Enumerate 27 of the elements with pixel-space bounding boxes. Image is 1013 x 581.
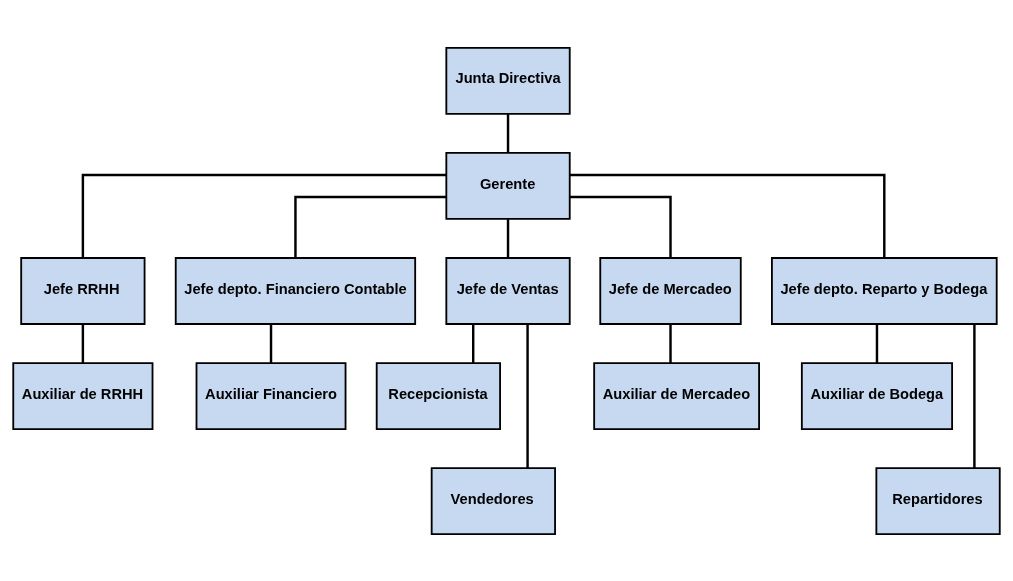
- node-box: Jefe RRHH: [20, 256, 146, 325]
- node-box: Jefe de Mercadeo: [599, 256, 742, 325]
- connector: [472, 323, 475, 363]
- node-box: Junta Directiva: [445, 46, 571, 115]
- node-box: Vendedores: [430, 466, 556, 535]
- connector: [269, 323, 273, 363]
- connector: [569, 195, 672, 258]
- node-box: Recepcionista: [375, 361, 501, 430]
- node-box: Auxiliar de Bodega: [800, 361, 954, 430]
- connector: [81, 323, 85, 363]
- connector: [526, 323, 529, 468]
- connector: [81, 173, 447, 258]
- node-box: Jefe de Ventas: [445, 256, 571, 325]
- connector: [506, 218, 510, 258]
- node-box: Auxiliar de RRHH: [12, 361, 154, 430]
- connector: [875, 323, 879, 363]
- node-box: Auxiliar Financiero: [195, 361, 347, 430]
- connector: [569, 173, 886, 258]
- node-box: Auxiliar de Mercadeo: [593, 361, 760, 430]
- node-box: Repartidores: [875, 466, 1001, 535]
- connector: [973, 323, 976, 468]
- node-box: Jefe depto. Financiero Contable: [174, 256, 417, 325]
- node-box: Gerente: [445, 151, 571, 220]
- connector: [669, 323, 672, 363]
- connector: [506, 113, 510, 153]
- connector: [294, 195, 446, 258]
- node-box: Jefe depto. Reparto y Bodega: [771, 256, 998, 325]
